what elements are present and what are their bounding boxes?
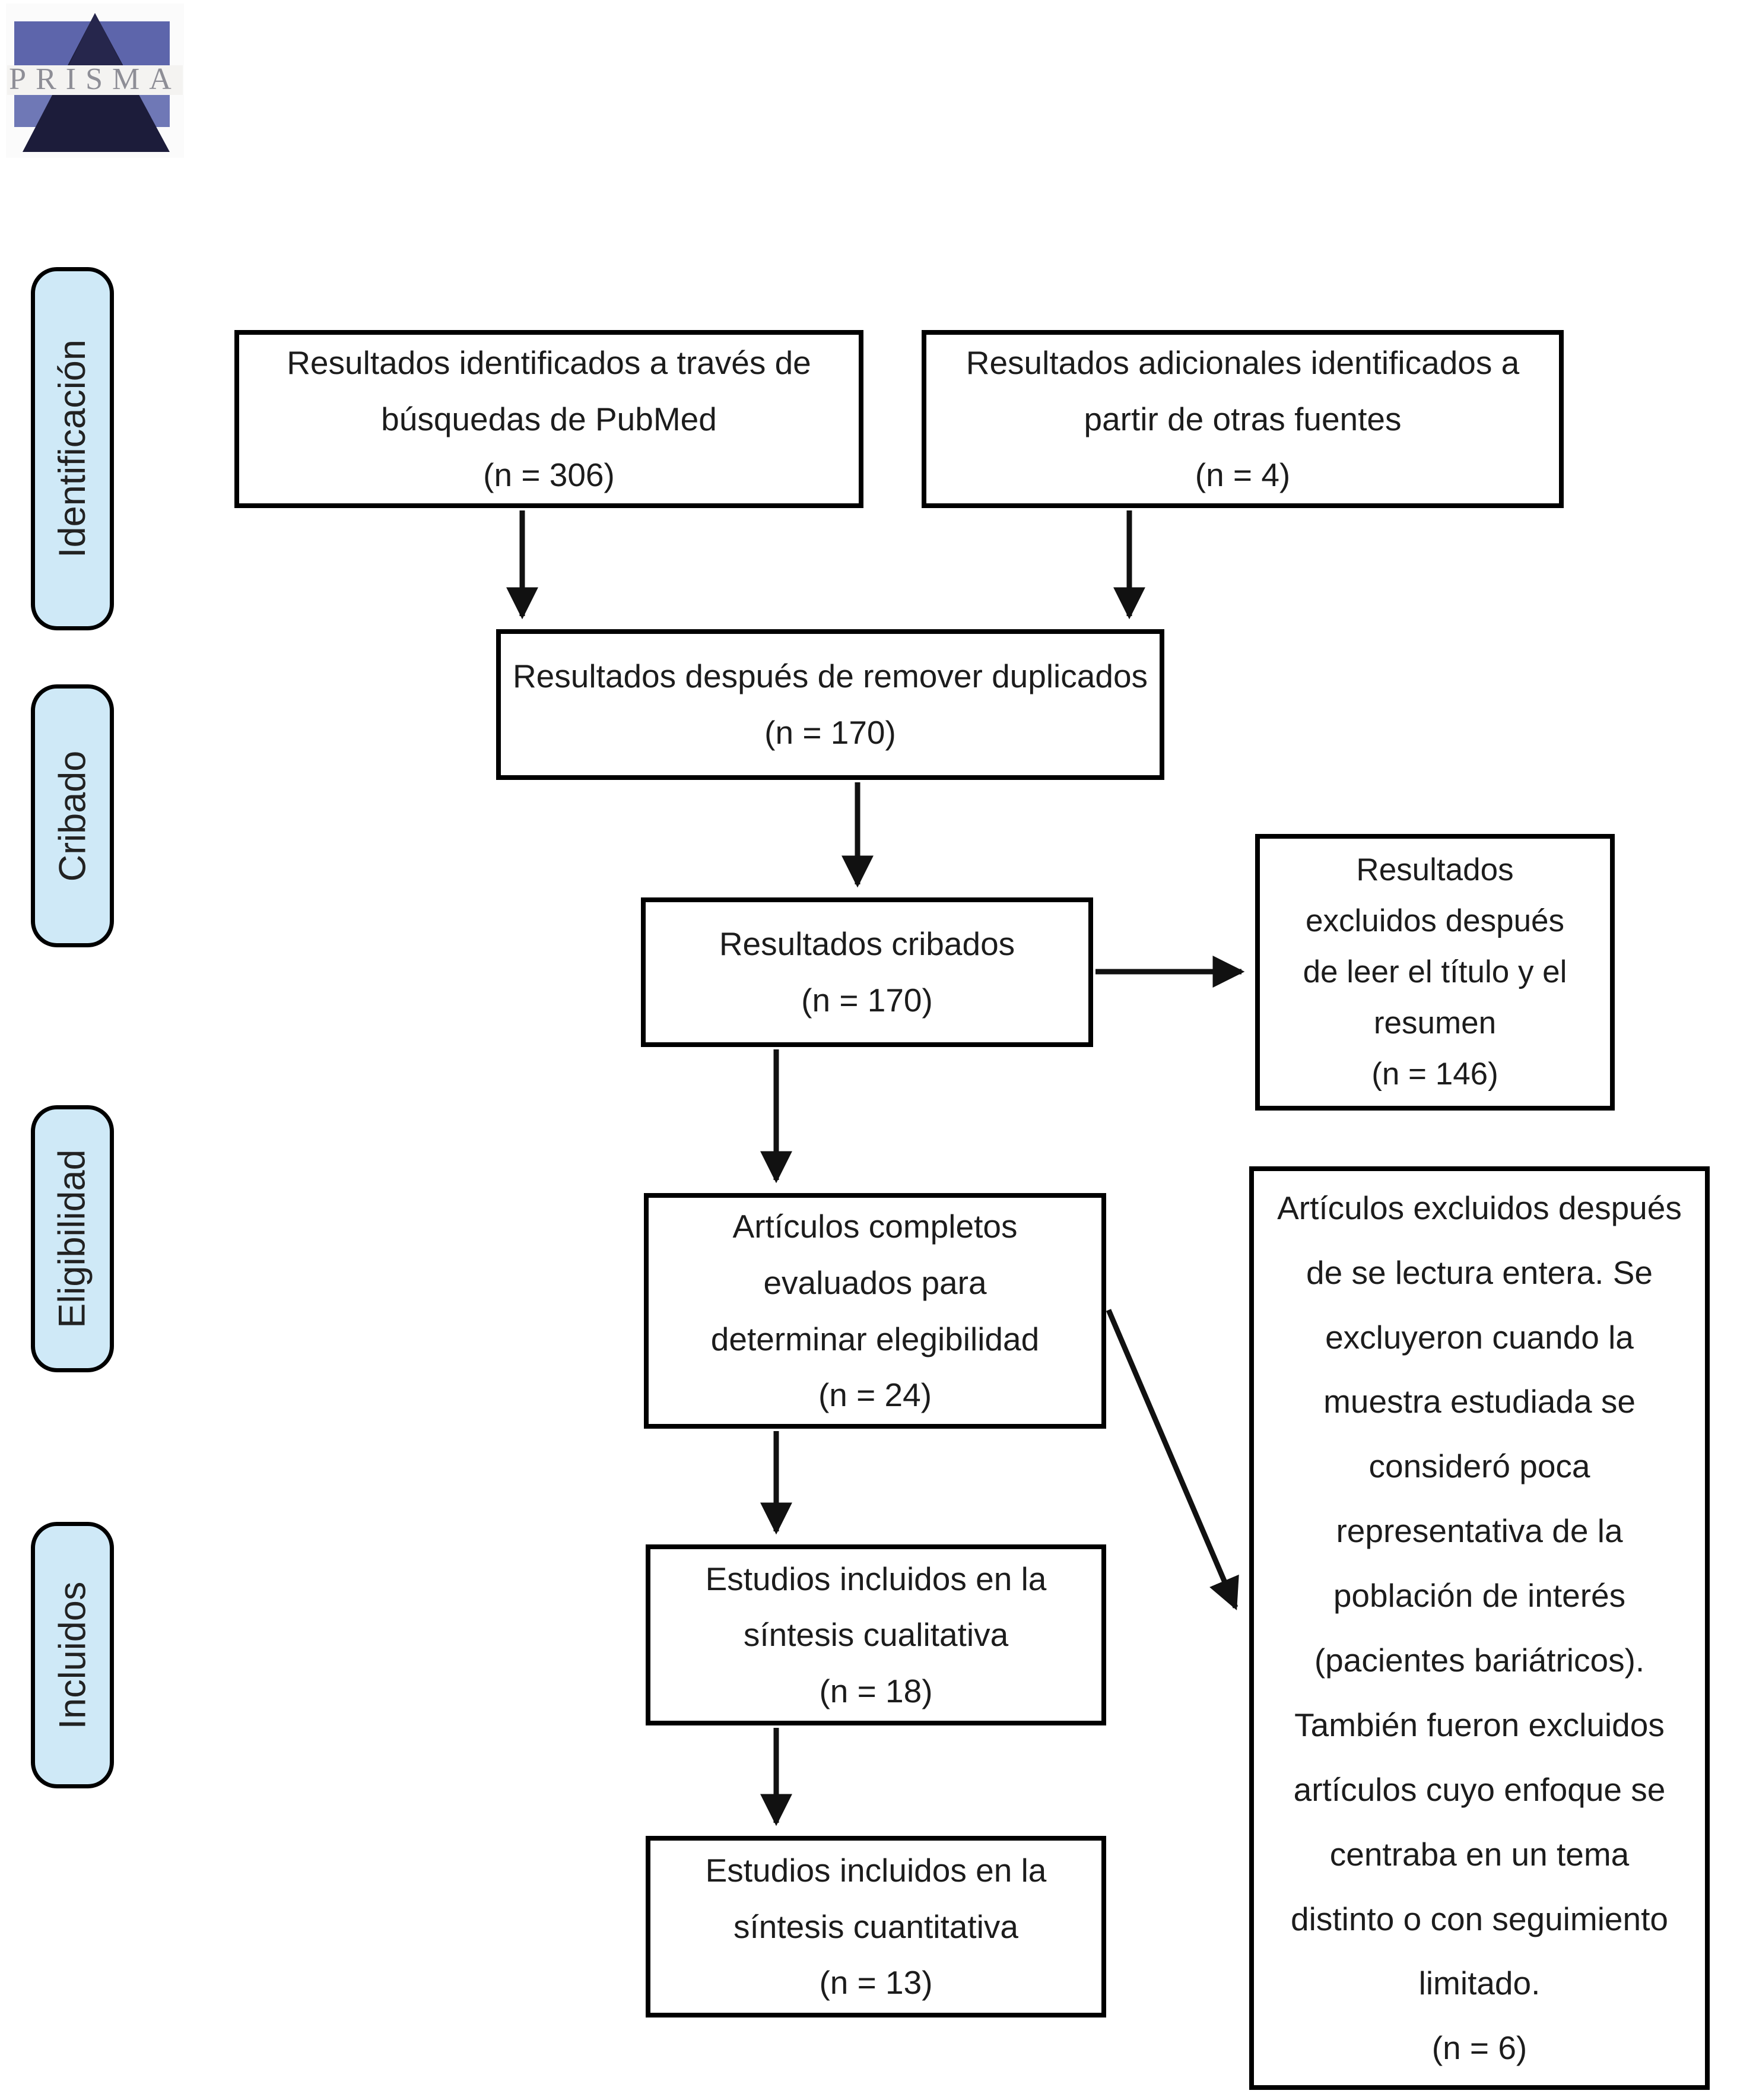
text-line: muestra estudiada se xyxy=(1323,1383,1636,1420)
stage-eligibility: Eligibilidad xyxy=(31,1105,114,1372)
text-line: Resultados después de remover duplicados xyxy=(512,658,1148,695)
text-line: de leer el título y el xyxy=(1303,954,1567,990)
text-line: excluidos después xyxy=(1305,903,1565,939)
stage-label: Identificación xyxy=(52,340,94,558)
box-fulltext-assessed: Artículos completos evaluados para determi… xyxy=(644,1193,1106,1429)
stage-screening: Cribado xyxy=(31,684,114,947)
text-line: (n = 146) xyxy=(1371,1056,1498,1092)
stage-label: Incluidos xyxy=(52,1581,93,1729)
text-line: representativa de la xyxy=(1336,1512,1623,1550)
text-line: artículos cuyo enfoque se xyxy=(1293,1771,1666,1808)
text-line: Resultados xyxy=(1356,852,1514,888)
box-excluded-title-abstract: Resultados excluidos después de leer el tí… xyxy=(1255,834,1615,1111)
text-line: Artículos excluidos después xyxy=(1277,1189,1682,1226)
stage-identification: Identificación xyxy=(31,267,114,630)
stage-label: Eligibilidad xyxy=(52,1149,94,1328)
text-line: (n = 170) xyxy=(764,714,896,751)
text-line: población de interés xyxy=(1333,1577,1626,1614)
text-line: Estudios incluidos en la xyxy=(705,1852,1047,1889)
text-line: Resultados identificados a través de xyxy=(287,344,811,382)
text-line: de se lectura entera. Se xyxy=(1306,1254,1653,1291)
text-line: (n = 6) xyxy=(1431,2029,1528,2067)
text-line: centraba en un tema xyxy=(1329,1835,1630,1873)
text-line: Resultados cribados xyxy=(719,925,1015,963)
text-line: (n = 24) xyxy=(818,1376,932,1414)
box-records-after-duplicates: Resultados después de remover duplicados… xyxy=(496,629,1164,780)
box-quantitative-synthesis: Estudios incluidos en la síntesis cuantit… xyxy=(646,1836,1106,2017)
text-line: búsquedas de PubMed xyxy=(381,400,717,437)
text-line: síntesis cualitativa xyxy=(743,1616,1009,1654)
text-line: (n = 13) xyxy=(819,1964,933,2001)
text-line: excluyeron cuando la xyxy=(1325,1318,1634,1356)
text-line: (n = 18) xyxy=(819,1672,933,1709)
logo-triangle-top xyxy=(69,13,122,65)
text-line: (pacientes bariátricos). xyxy=(1314,1642,1645,1679)
box-records-pubmed: Resultados identificados a través de búsq… xyxy=(234,330,863,508)
text-line: evaluados para xyxy=(763,1264,987,1301)
text-line: distinto o con seguimiento xyxy=(1291,1900,1668,1937)
logo-wordmark: PRISMA xyxy=(9,62,181,96)
text-line: síntesis cuantitativa xyxy=(733,1908,1018,1945)
arrow-fulltext-to-excluded xyxy=(1106,1309,1239,1610)
box-records-screened: Resultados cribados (n = 170) xyxy=(641,897,1093,1047)
text-line: (n = 4) xyxy=(1195,456,1291,494)
text-line: Estudios incluidos en la xyxy=(705,1560,1047,1597)
text-line: Resultados adicionales identificados a xyxy=(966,344,1520,382)
text-line: resumen xyxy=(1373,1005,1497,1041)
text-line: (n = 306) xyxy=(483,456,615,494)
stage-label: Cribado xyxy=(52,750,93,881)
logo-white-strip xyxy=(7,65,183,95)
text-line: partir de otras fuentes xyxy=(1084,400,1402,437)
text-line: Artículos completos xyxy=(732,1208,1018,1245)
text-line: determinar elegibilidad xyxy=(710,1320,1040,1357)
text-line: (n = 170) xyxy=(801,982,933,1019)
box-records-other-sources: Resultados adicionales identificados a pa… xyxy=(922,330,1564,508)
box-qualitative-synthesis: Estudios incluidos en la síntesis cualita… xyxy=(646,1544,1106,1725)
text-line: limitado. xyxy=(1418,1965,1541,2002)
text-line: consideró poca xyxy=(1368,1448,1590,1485)
stage-included: Incluidos xyxy=(31,1522,114,1788)
prisma-logo: PRISMA xyxy=(6,4,184,158)
text-line: También fueron excluidos xyxy=(1294,1706,1665,1743)
box-excluded-fulltext: Artículos excluidos después de se lectura… xyxy=(1249,1166,1710,2090)
